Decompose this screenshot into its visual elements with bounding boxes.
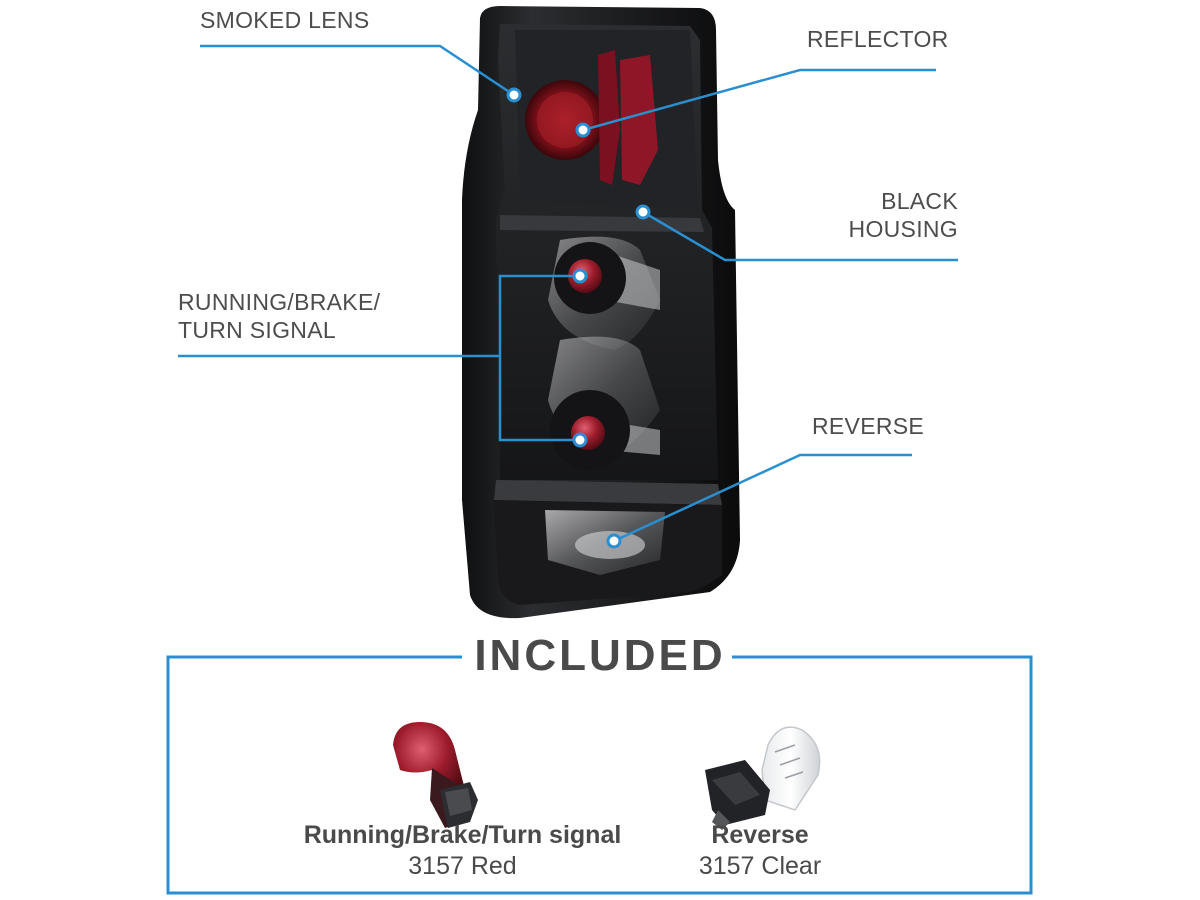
label-reverse: REVERSE [812, 412, 924, 440]
dot-running-bottom [572, 432, 588, 448]
bulb-caption-clear: Reverse 3157 Clear [660, 820, 860, 882]
red-3157-bulb-icon [393, 722, 478, 828]
dot-reflector [575, 122, 591, 138]
bulb-clear-name: Reverse [711, 821, 809, 849]
running-brake-line1: RUNNING/BRAKE/ [178, 289, 381, 315]
label-reflector: REFLECTOR [807, 25, 949, 53]
leader-reflector [582, 68, 936, 132]
bulb-red-spec: 3157 Red [408, 852, 517, 880]
black-housing-line1: BLACK [881, 188, 958, 214]
leader-smoked-lens [200, 44, 515, 97]
dot-running-top [572, 268, 588, 284]
black-housing-line2: HOUSING [848, 216, 958, 242]
included-frame [166, 655, 1033, 895]
tail-light-housing [462, 6, 740, 619]
callout-leaders [178, 44, 958, 543]
bulb-clear-spec: 3157 Clear [698, 852, 822, 880]
smoked-lens-text: SMOKED LENS [200, 7, 370, 33]
callout-dots [506, 87, 651, 549]
dot-black-housing [635, 204, 651, 220]
reflector-text: REFLECTOR [807, 26, 949, 52]
leader-black-housing [642, 210, 958, 262]
dot-smoked-lens [506, 87, 522, 103]
label-running-brake: RUNNING/BRAKE/ TURN SIGNAL [178, 288, 380, 344]
dot-reverse [606, 533, 622, 549]
bulb-caption-red: Running/Brake/Turn signal 3157 Red [290, 820, 635, 882]
label-black-housing: BLACK HOUSING [830, 187, 958, 243]
clear-3157-bulb-icon [705, 726, 821, 830]
included-title: INCLUDED [470, 628, 730, 684]
bulb-red-name: Running/Brake/Turn signal [303, 821, 622, 849]
leader-reverse [613, 453, 912, 543]
label-smoked-lens: SMOKED LENS [200, 6, 369, 34]
running-brake-line2: TURN SIGNAL [178, 317, 336, 343]
leader-running-bracket [498, 274, 580, 442]
reverse-text: REVERSE [812, 413, 925, 439]
